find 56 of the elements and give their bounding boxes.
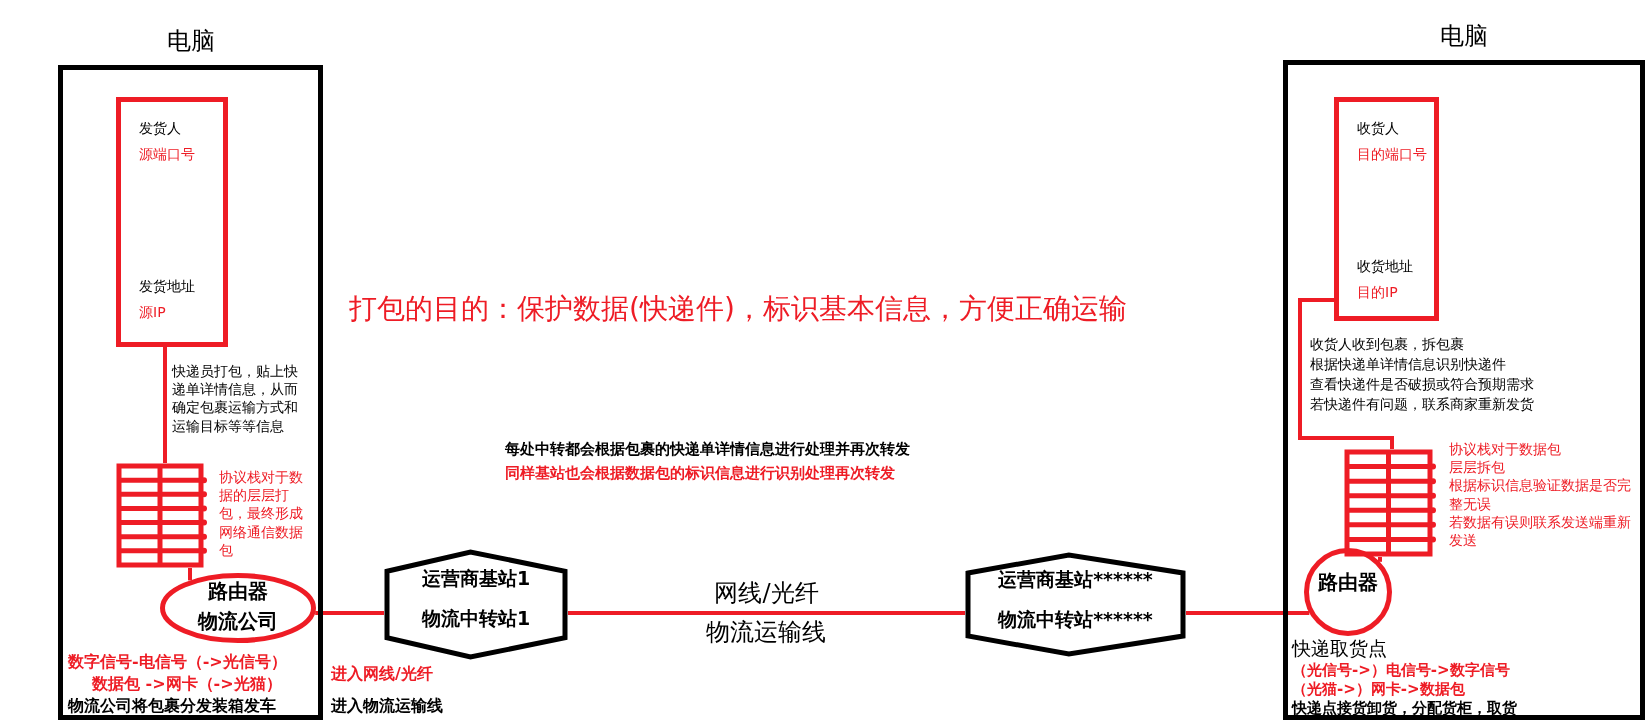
label-card xyxy=(116,97,228,347)
field-value: 源端口号 xyxy=(139,146,195,163)
annotation-text: 根据标识信息验证数据是否完整无误 xyxy=(1449,476,1632,513)
field-label: 收货地址 xyxy=(1357,258,1413,275)
signal-note: （光猫->）网卡->数据包 xyxy=(1292,680,1465,698)
annotation-text: 快递取货点 xyxy=(1292,636,1388,661)
note-text: 查看快递件是否破损或符合预期需求 xyxy=(1310,376,1534,393)
station-label: 运营商基站1 xyxy=(421,567,531,590)
station-label: 物流中转站****** xyxy=(998,608,1153,631)
edge-label: 网线/光纤 xyxy=(714,579,819,608)
signal-note: （光信号->）电信号->数字信号 xyxy=(1292,661,1510,679)
signal-note: 数据包 ->网卡（->光猫） xyxy=(92,674,282,694)
connector-line xyxy=(1186,611,1310,615)
router-label: 路由器 xyxy=(208,579,268,603)
note-text: 快递点接货卸货，分配货柜，取货 xyxy=(1292,699,1517,717)
line-label: 物流运输线 xyxy=(706,618,826,647)
field-value: 源IP xyxy=(139,304,166,321)
note-text: 根据快递单详情信息识别快递件 xyxy=(1310,356,1506,373)
label-card xyxy=(1334,97,1439,321)
connector-line xyxy=(1298,298,1394,449)
station-label: 运营商基站****** xyxy=(998,568,1153,591)
annotation-text: 协议栈对于数据包 xyxy=(1449,440,1562,459)
protocol-stack xyxy=(116,463,210,568)
note-text: 同样基站也会根据数据包的标识信息进行识别处理再次转发 xyxy=(505,464,895,482)
station-hexagon xyxy=(384,549,568,660)
station-label: 物流中转站1 xyxy=(421,607,531,630)
connector-line xyxy=(1378,557,1382,562)
connector-line xyxy=(315,611,384,615)
connector-line xyxy=(568,611,965,615)
router-label: 路由器 xyxy=(1318,570,1378,594)
annotation-text: 层层拆包 xyxy=(1449,458,1506,477)
note-text: 物流公司将包裹分发装箱发车 xyxy=(68,696,276,716)
protocol-stack xyxy=(1344,449,1439,557)
router-ellipse xyxy=(160,573,316,643)
field-label: 收货人 xyxy=(1357,120,1399,137)
field-value: 目的IP xyxy=(1357,284,1398,301)
station-hexagon xyxy=(965,552,1186,657)
connector-line xyxy=(188,568,192,581)
purpose-heading: 打包的目的：保护数据(快递件)，标识基本信息，方便正确运输 xyxy=(349,292,1127,326)
note-text: 每处中转都会根据包裹的快递单详情信息进行处理并再次转发 xyxy=(505,440,910,458)
heading: 电脑 xyxy=(166,27,215,56)
heading: 电脑 xyxy=(1440,22,1488,51)
annotation-text: 协议栈对于数据的层层打包，最终形成网络通信数据包 xyxy=(219,468,304,559)
router-ellipse xyxy=(1304,548,1392,636)
field-label: 发货人 xyxy=(139,120,181,137)
field-value: 目的端口号 xyxy=(1357,146,1427,163)
note-text: 进入网线/光纤 xyxy=(331,664,433,684)
note-text: 收货人收到包裹，拆包裹 xyxy=(1310,336,1464,353)
note-text: 快递员打包，贴上快递单详情信息，从而确定包裹运输方式和运输目标等等信息 xyxy=(172,362,299,435)
note-text: 进入物流运输线 xyxy=(331,696,443,716)
signal-note: 数字信号-电信号（->光信号） xyxy=(68,652,287,672)
company-label: 物流公司 xyxy=(198,609,278,633)
note-text: 若快递件有问题，联系商家重新发货 xyxy=(1310,396,1534,413)
connector-line xyxy=(163,347,167,463)
annotation-text: 若数据有误则联系发送端重新发送 xyxy=(1449,512,1632,550)
field-label: 发货地址 xyxy=(139,278,195,295)
